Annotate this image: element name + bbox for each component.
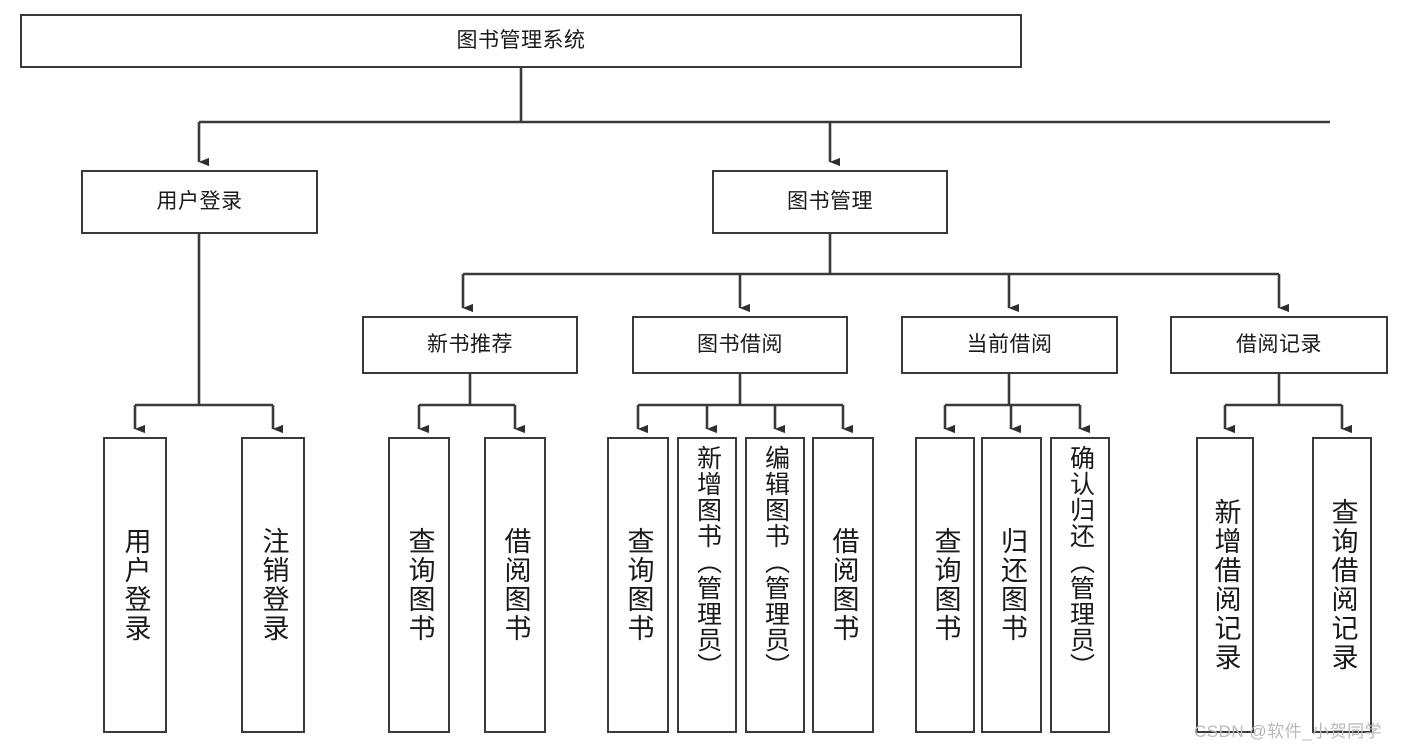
node-root-label: 图书管理系统 xyxy=(456,28,586,52)
leaf-bb-query-book-label: 查询图书 xyxy=(623,527,654,643)
leaf-bb-edit-book[interactable]: 编辑图书（管理员） xyxy=(745,437,805,733)
leaf-logout[interactable]: 注销登录 xyxy=(241,437,305,733)
node-borrow-record-label: 借阅记录 xyxy=(1236,332,1322,356)
leaf-cb-query-book-label: 查询图书 xyxy=(930,527,961,643)
node-new-book-recommend-label: 新书推荐 xyxy=(427,332,513,356)
node-new-book-recommend[interactable]: 新书推荐 xyxy=(362,316,578,374)
leaf-user-login-label: 用户登录 xyxy=(120,527,151,643)
leaf-cb-confirm-return[interactable]: 确认归还（管理员） xyxy=(1050,437,1110,733)
node-user-login-label: 用户登录 xyxy=(156,189,243,213)
leaf-cb-return-book-label: 归还图书 xyxy=(997,527,1027,643)
leaf-br-query-record-label: 查询借阅记录 xyxy=(1327,498,1358,672)
leaf-br-query-record[interactable]: 查询借阅记录 xyxy=(1312,437,1372,733)
node-book-manage-label: 图书管理 xyxy=(787,189,873,213)
leaf-bb-add-book-label: 新增图书（管理员） xyxy=(693,445,722,679)
node-book-borrow-label: 图书借阅 xyxy=(697,332,783,356)
leaf-cb-confirm-return-label: 确认归还（管理员） xyxy=(1066,445,1095,679)
leaf-logout-label: 注销登录 xyxy=(258,527,289,643)
leaf-bb-add-book[interactable]: 新增图书（管理员） xyxy=(677,437,737,733)
node-user-login[interactable]: 用户登录 xyxy=(81,170,318,234)
leaf-br-add-record-label: 新增借阅记录 xyxy=(1210,498,1241,672)
node-book-manage[interactable]: 图书管理 xyxy=(712,170,948,234)
leaf-bb-query-book[interactable]: 查询图书 xyxy=(607,437,669,733)
leaf-user-login[interactable]: 用户登录 xyxy=(103,437,167,733)
leaf-nb-borrow-book-label: 借阅图书 xyxy=(500,527,531,643)
watermark-text: CSDN @软件_小贺同学 xyxy=(1194,722,1383,741)
leaf-bb-borrow-book[interactable]: 借阅图书 xyxy=(812,437,874,733)
leaf-br-add-record[interactable]: 新增借阅记录 xyxy=(1196,437,1254,733)
leaf-nb-query-book[interactable]: 查询图书 xyxy=(388,437,450,733)
node-root[interactable]: 图书管理系统 xyxy=(20,14,1022,68)
leaf-cb-query-book[interactable]: 查询图书 xyxy=(915,437,975,733)
leaf-cb-return-book[interactable]: 归还图书 xyxy=(981,437,1042,733)
leaf-bb-borrow-book-label: 借阅图书 xyxy=(828,527,859,643)
node-book-borrow[interactable]: 图书借阅 xyxy=(632,316,848,374)
node-borrow-record[interactable]: 借阅记录 xyxy=(1170,316,1388,374)
node-current-borrow-label: 当前借阅 xyxy=(966,332,1053,356)
leaf-bb-edit-book-label: 编辑图书（管理员） xyxy=(761,445,790,679)
leaf-nb-borrow-book[interactable]: 借阅图书 xyxy=(484,437,546,733)
leaf-nb-query-book-label: 查询图书 xyxy=(404,527,435,643)
node-current-borrow[interactable]: 当前借阅 xyxy=(901,316,1118,374)
